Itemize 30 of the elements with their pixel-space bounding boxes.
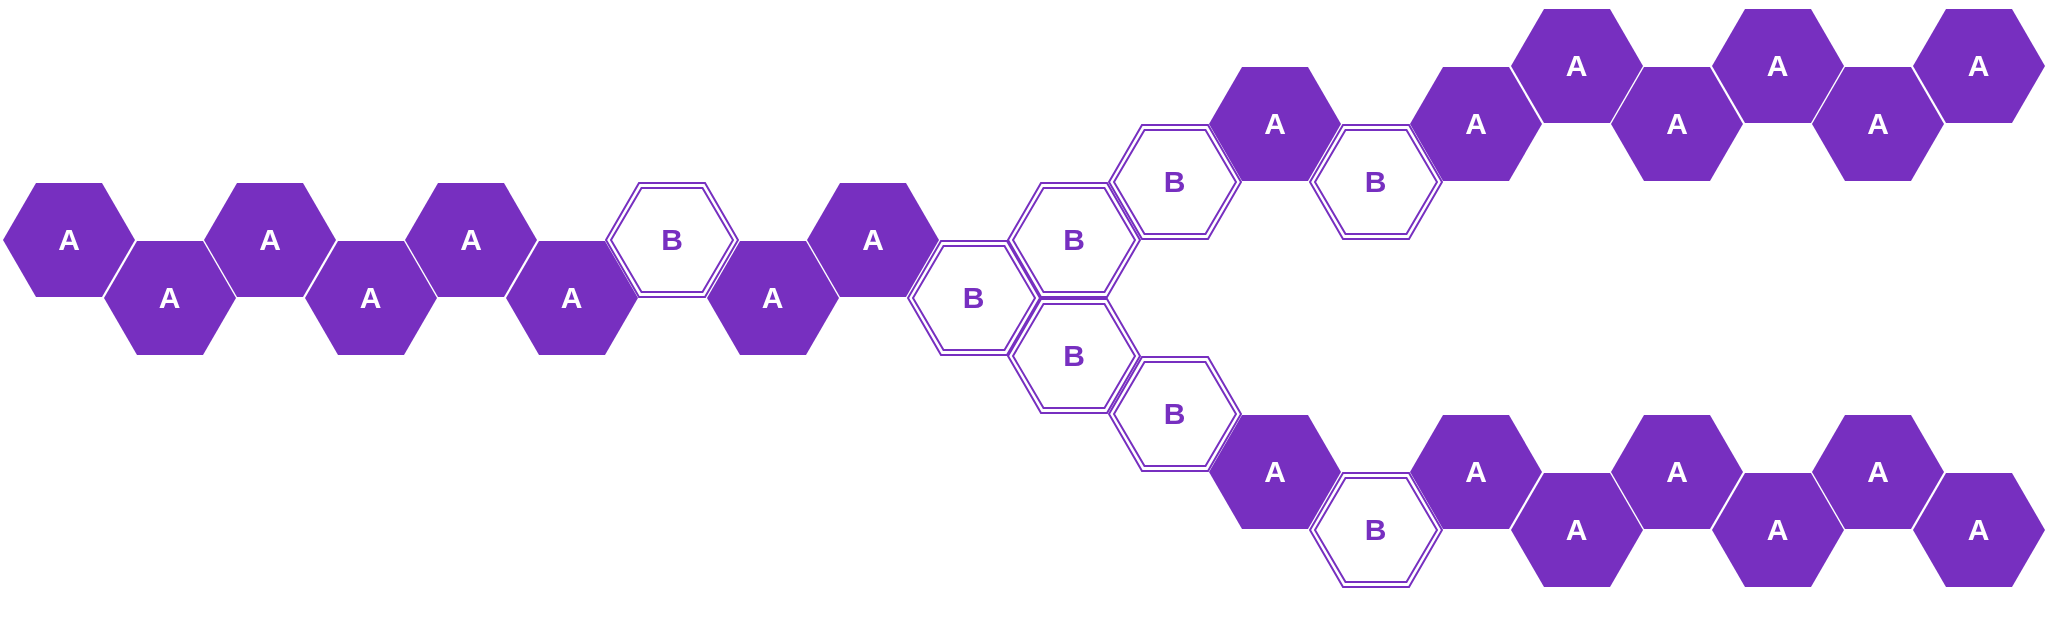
tile-letter: A [1264,109,1286,139]
tile-letter: A [1766,51,1789,81]
tile-letter: A [1465,109,1487,139]
tile-letter: A [1867,109,1889,139]
tile-letter: B [1063,225,1085,255]
tile-letter: A [1565,51,1588,81]
tile-letter: A [761,283,784,313]
tile-letter: A [359,283,382,313]
tile-letter: A [158,283,181,313]
tile-letter: B [1364,515,1387,545]
tile-letter: A [1967,51,1990,81]
tile-letter: A [1766,515,1789,545]
tile-letter: A [1967,515,1990,545]
tile-letter: A [58,225,80,255]
tile-letter: A [1666,109,1688,139]
tile-letter: A [259,225,281,255]
tile-letter: B [661,225,683,255]
tile-letter: A [460,225,482,255]
tile-letter: B [1163,399,1186,429]
tile-letter: A [1666,457,1688,487]
tile-letter: B [1364,167,1387,197]
tile-letter: A [560,283,583,313]
tile-letter: B [1063,341,1085,371]
tile-letter: A [1465,457,1487,487]
tile-letter: A [1867,457,1889,487]
tile-letter: B [1163,167,1186,197]
tile-letter: A [1264,457,1286,487]
tile-letter: A [862,225,884,255]
tile-letter: B [962,283,985,313]
tile-letter: A [1565,515,1588,545]
